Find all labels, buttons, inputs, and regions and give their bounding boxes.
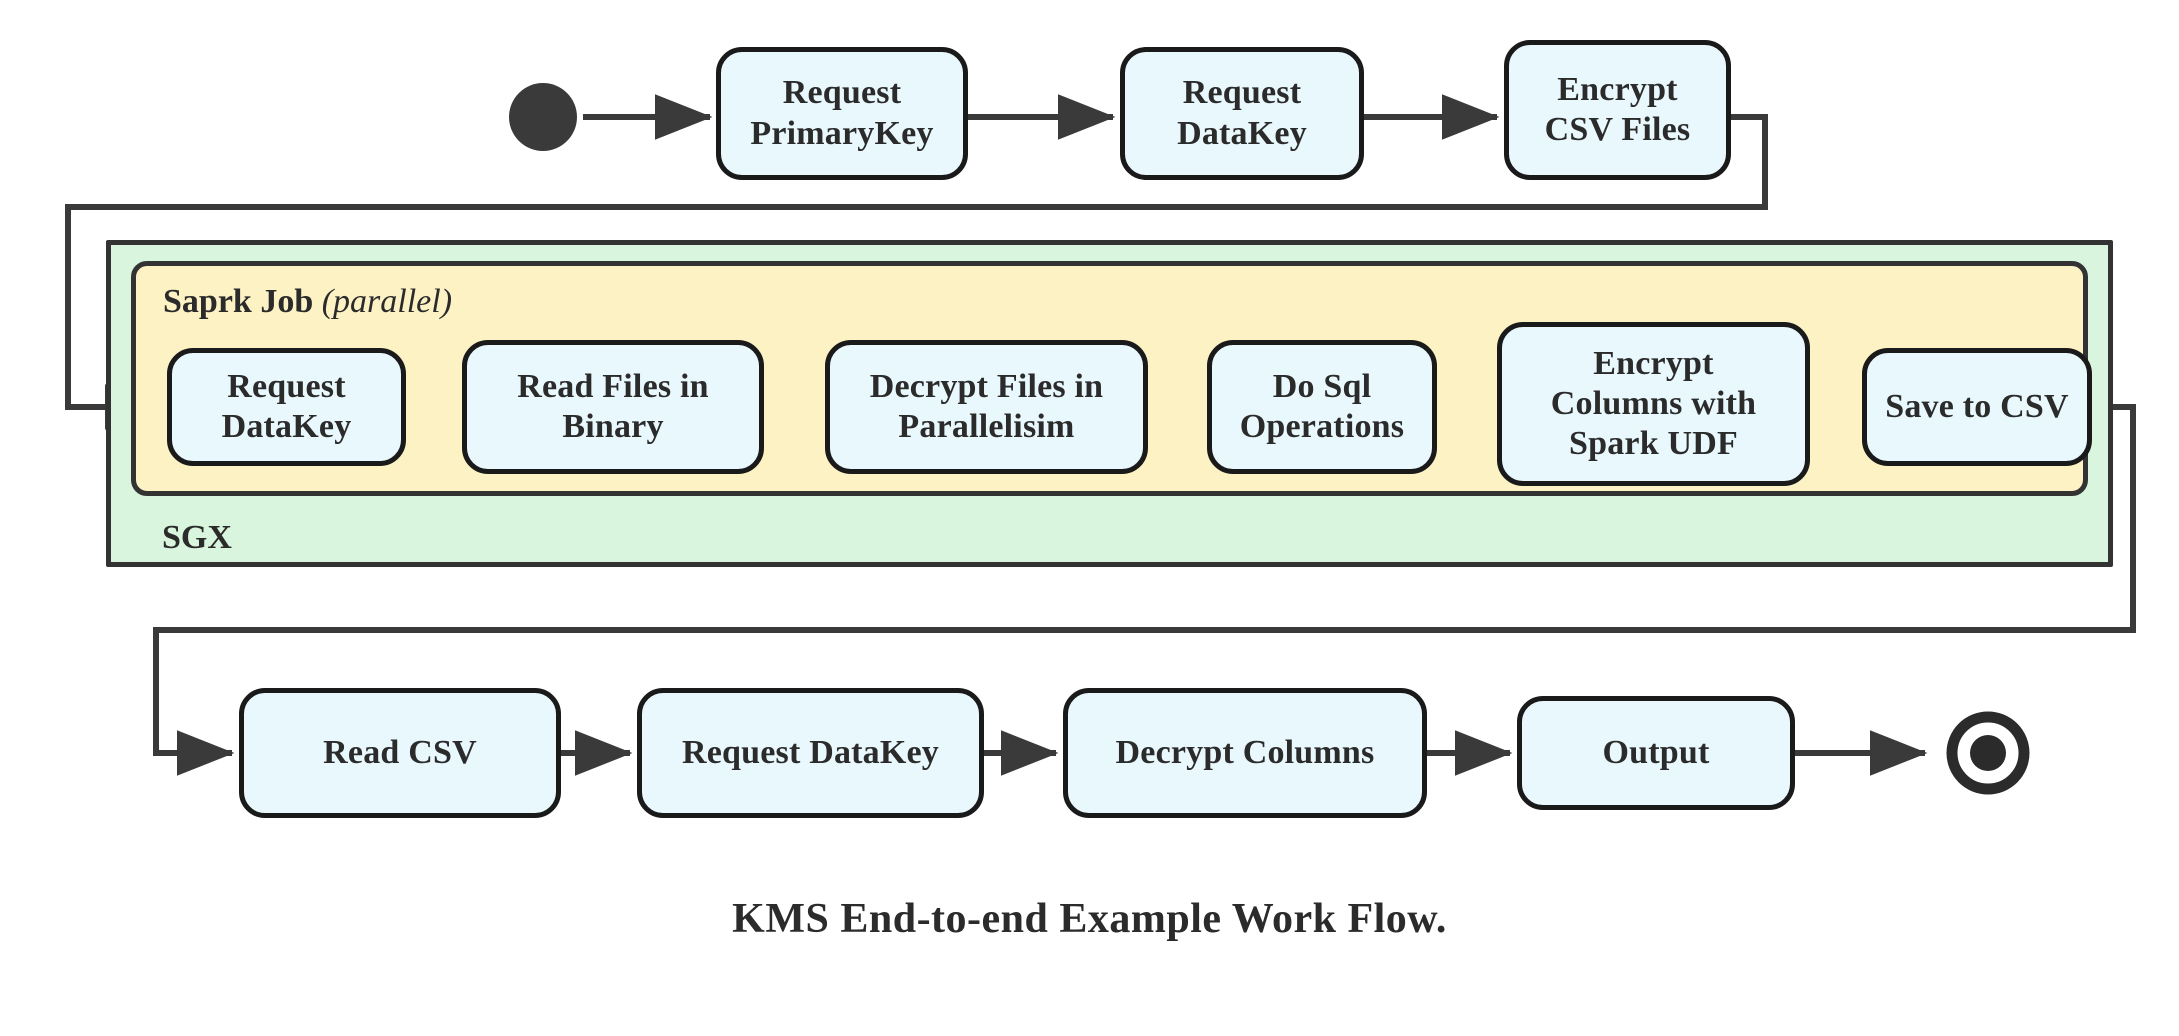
node-read-csv-label: Read CSV (323, 733, 477, 771)
start-node (509, 83, 577, 151)
container-sgx-label: SGX (162, 519, 232, 556)
node-output-label: Output (1602, 733, 1710, 771)
spark-job-label-modifier: (parallel) (321, 283, 453, 320)
node-do-sql-operations[interactable]: Do Sql Operations (1207, 340, 1437, 474)
node-read-csv[interactable]: Read CSV (239, 688, 561, 818)
node-save-to-csv-label: Save to CSV (1885, 387, 2069, 425)
container-spark-job-label: Saprk Job (parallel) (163, 283, 452, 321)
node-decrypt-files-in-parallelisim-label: Decrypt Files in Parallelisim (869, 367, 1104, 445)
node-request-datakey-top-label: Request DataKey (1177, 74, 1307, 152)
node-encrypt-columns-with-spark-udf[interactable]: Encrypt Columns with Spark UDF (1497, 322, 1810, 486)
node-request-primarykey[interactable]: Request PrimaryKey (716, 47, 968, 180)
node-encrypt-csv-files-label: Encrypt CSV Files (1544, 70, 1691, 148)
spark-job-label-text: Saprk Job (163, 283, 314, 320)
node-decrypt-files-in-parallelisim[interactable]: Decrypt Files in Parallelisim (825, 340, 1148, 474)
node-output[interactable]: Output (1517, 696, 1795, 810)
end-node (1946, 711, 2030, 795)
node-request-datakey-bottom-label: Request DataKey (681, 733, 940, 771)
node-encrypt-csv-files[interactable]: Encrypt CSV Files (1504, 40, 1731, 180)
node-request-primarykey-label: Request PrimaryKey (750, 74, 934, 152)
node-request-datakey-bottom[interactable]: Request DataKey (637, 688, 984, 818)
node-decrypt-columns[interactable]: Decrypt Columns (1063, 688, 1427, 818)
node-encrypt-columns-with-spark-udf-label: Encrypt Columns with Spark UDF (1550, 344, 1757, 463)
node-save-to-csv[interactable]: Save to CSV (1862, 348, 2092, 466)
node-request-datakey-top[interactable]: Request DataKey (1120, 47, 1364, 180)
node-request-datakey-spark-label: Request DataKey (221, 367, 352, 445)
node-decrypt-columns-label: Decrypt Columns (1115, 733, 1375, 771)
node-do-sql-operations-label: Do Sql Operations (1239, 367, 1405, 445)
node-read-files-in-binary[interactable]: Read Files in Binary (462, 340, 764, 474)
node-request-datakey-spark[interactable]: Request DataKey (167, 348, 406, 466)
diagram-caption: KMS End-to-end Example Work Flow. (732, 896, 1447, 942)
node-read-files-in-binary-label: Read Files in Binary (517, 367, 709, 445)
